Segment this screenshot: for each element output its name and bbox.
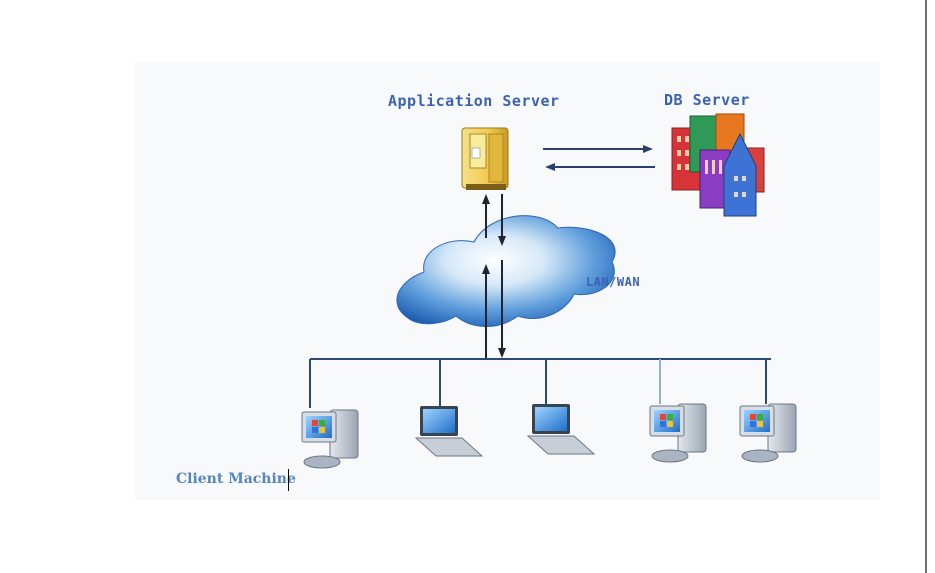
laptop-icon (414, 406, 484, 457)
network-cloud-icon (396, 215, 616, 328)
client-bus-lines (309, 358, 771, 410)
laptop-icon (526, 404, 596, 455)
network-label: LAN/WAN (586, 275, 641, 289)
server-db-arrows (543, 145, 655, 171)
desktop-computer-icon (739, 403, 797, 463)
application-server-label: Application Server (388, 92, 560, 110)
desktop-computer-icon (649, 403, 707, 463)
client-machine-label[interactable]: Client Machine (176, 471, 296, 487)
text-cursor (288, 469, 289, 491)
page-edge-rule (925, 0, 927, 573)
server-tower-icon (461, 127, 509, 190)
server-network-arrows (482, 194, 506, 358)
db-server-label: DB Server (664, 91, 750, 109)
desktop-computer-icon (301, 409, 359, 469)
database-buildings-icon (671, 113, 765, 217)
